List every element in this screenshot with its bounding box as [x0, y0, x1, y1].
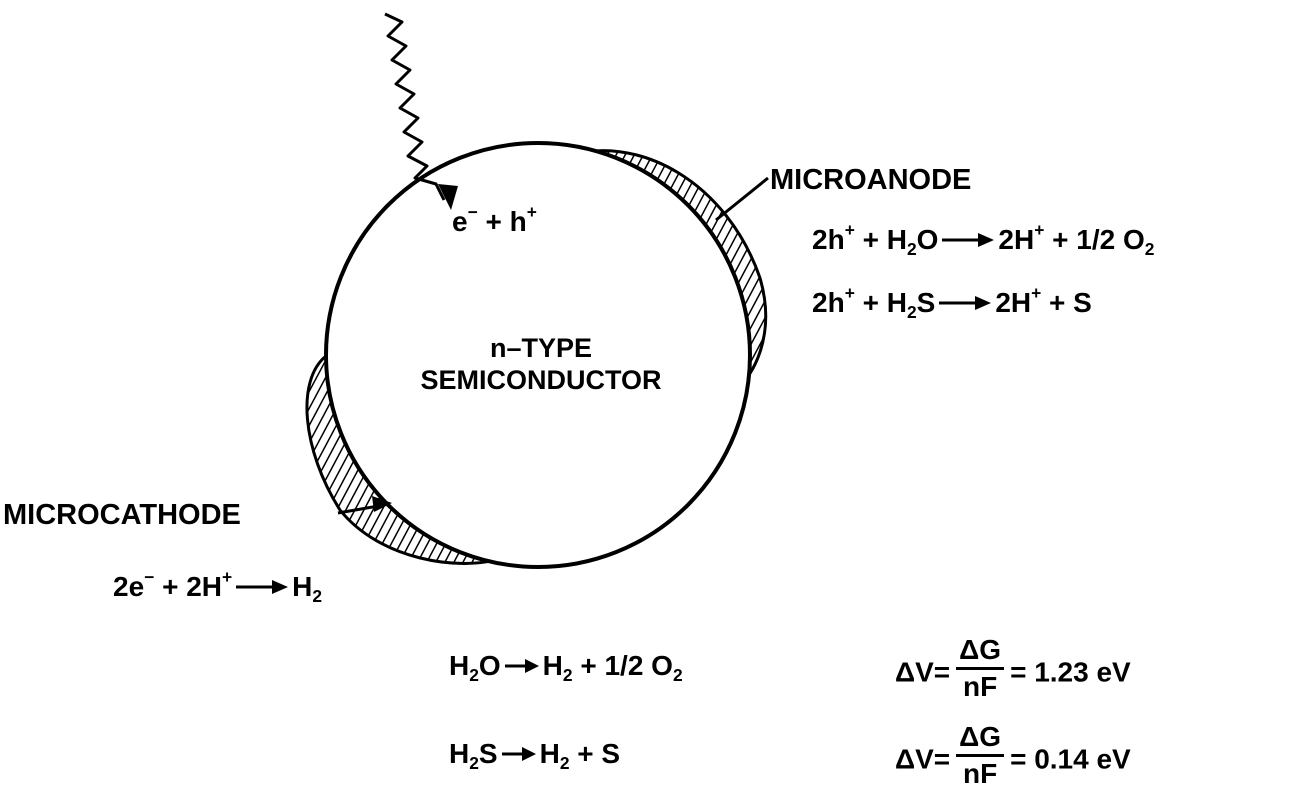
equation-part: ΔV=	[895, 743, 951, 775]
photon-arrowhead-icon	[438, 184, 458, 210]
equation-part: 2	[559, 753, 570, 774]
equation-part: H	[539, 738, 560, 769]
equation-part: +	[844, 282, 855, 303]
reaction-arrow-icon	[942, 232, 995, 247]
equation-part: + h	[477, 206, 527, 237]
equation-part: O	[916, 224, 939, 255]
microcathode-arrowhead-icon	[372, 496, 392, 512]
equation-part: + 1/2 O	[1044, 224, 1145, 255]
microanode-leader	[715, 176, 769, 222]
equation-part: 2	[906, 302, 917, 323]
equation-part: + H	[854, 287, 907, 318]
microcathode-label: MICROCATHODE	[3, 499, 241, 531]
equation-part: 2H	[998, 224, 1035, 255]
equation-part: ΔG	[956, 636, 1005, 670]
equation-part: nF	[963, 671, 998, 702]
equation-part: + S	[1041, 287, 1092, 318]
reaction-arrow-icon	[504, 658, 539, 673]
equation-part: S	[478, 738, 498, 769]
equation-part: ΔV=	[895, 656, 951, 688]
equation-part: +	[844, 219, 855, 240]
equation-part: H	[542, 650, 563, 681]
equation-part: O	[478, 650, 501, 681]
equation-part: −	[467, 201, 478, 222]
equation-part: H	[449, 738, 470, 769]
equation-part: 2	[469, 665, 479, 686]
equation-part: ΔG	[956, 723, 1005, 757]
equation-part: 2	[312, 586, 323, 607]
equation-part: S	[916, 287, 936, 318]
equation-part: + H	[854, 224, 907, 255]
reaction-arrow-icon	[939, 295, 992, 310]
semiconductor-label-line1: n–TYPE	[489, 333, 593, 363]
equation-part: + 1/2 O	[572, 650, 673, 681]
equation-part: + S	[569, 738, 621, 769]
equation-part: nF	[963, 758, 998, 789]
equation-part: −	[144, 566, 155, 587]
equation-part: 2	[672, 665, 683, 686]
equation-part: 2H	[995, 287, 1032, 318]
photon-wavy-line	[384, 12, 446, 201]
equation-part: H	[449, 650, 470, 681]
equation-part: 2	[906, 239, 917, 260]
equation-part: +	[222, 566, 233, 587]
equation-part: = 1.23 eV	[1010, 656, 1131, 688]
microanode-label: MICROANODE	[770, 164, 972, 196]
equation-part: 2h	[812, 287, 845, 318]
reaction-arrow-icon	[236, 579, 289, 594]
equation-part: 2h	[812, 224, 845, 255]
equation-part: +	[526, 201, 537, 222]
semiconductor-label-line2: SEMICONDUCTOR	[420, 364, 662, 395]
equation-part: +	[1031, 282, 1042, 303]
equation-part: H	[292, 571, 313, 602]
equation-part: +	[1034, 219, 1045, 240]
semiconductor-label: n–TYPE SEMICONDUCTOR	[371, 333, 711, 397]
cathode-reaction: 2e− + 2H+ H2	[113, 568, 322, 604]
equation-part: e	[452, 206, 468, 237]
equation-part: 2	[1144, 239, 1155, 260]
electron-hole-pair: e− + h+	[452, 203, 537, 237]
equation-part: 2e	[113, 571, 145, 602]
reaction-arrow-icon	[501, 746, 536, 761]
equation-part: 2	[469, 753, 479, 774]
equation-part: 2	[562, 665, 573, 686]
semiconductor-particle	[324, 141, 752, 569]
equation-part: = 0.14 eV	[1010, 743, 1131, 775]
equation-part: + 2H	[154, 571, 222, 602]
